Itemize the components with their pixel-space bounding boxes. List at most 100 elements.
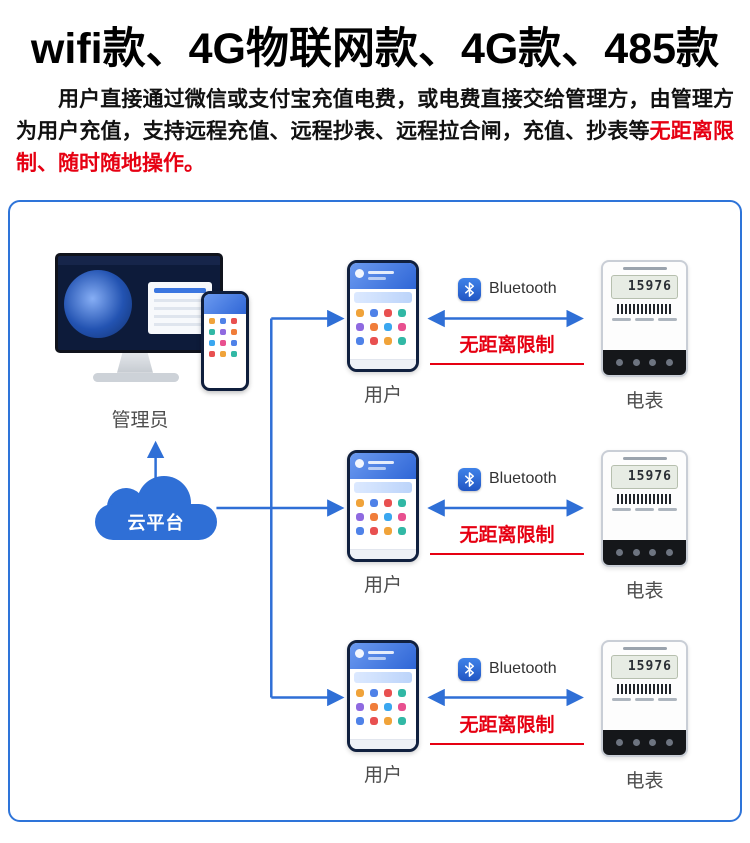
app-icon	[370, 716, 378, 725]
terminal-screw	[666, 738, 674, 746]
connection-row: 用户 Bluetooth 无距离限制 15976 电表	[10, 259, 740, 445]
meter-terminal-block	[603, 349, 686, 375]
app-icon	[356, 688, 364, 697]
bluetooth-icon	[458, 657, 481, 681]
meter-reading: 15976	[627, 469, 672, 485]
app-icon	[398, 702, 406, 711]
app-icon	[398, 512, 406, 521]
app-icon	[398, 716, 406, 725]
phone-header	[350, 262, 416, 289]
header-text-bar	[368, 650, 394, 654]
meter-lcd: 15976	[611, 464, 678, 489]
meter-info-bars	[612, 697, 677, 701]
user-label: 用户	[363, 384, 402, 406]
terminal-screw	[615, 548, 623, 556]
meter-lcd: 15976	[611, 654, 678, 679]
app-icon	[398, 526, 406, 535]
terminal-screw	[632, 358, 640, 366]
app-icon	[356, 526, 364, 535]
phone-banner	[354, 671, 412, 683]
intro-paragraph: 用户直接通过微信或支付宝充值电费，或电费直接交给管理方，由管理方为用户充值，支持…	[16, 84, 734, 180]
phone-app-grid	[350, 496, 416, 538]
app-icon	[219, 329, 226, 336]
app-icon	[398, 322, 406, 331]
bluetooth-label: Bluetooth	[489, 659, 557, 677]
meter-reading: 15976	[627, 659, 672, 675]
bluetooth-icon	[458, 467, 481, 491]
meter-terminal-block	[603, 539, 686, 565]
app-icon	[384, 336, 392, 345]
cloud-platform: 云平台	[95, 475, 217, 540]
app-icon	[219, 340, 226, 347]
avatar	[355, 268, 364, 278]
meter-terminal-block	[603, 729, 686, 755]
phone-header	[350, 642, 416, 669]
app-icon	[370, 688, 378, 697]
app-icon	[230, 340, 237, 347]
app-icon	[219, 318, 226, 325]
user-phone	[347, 259, 419, 372]
bluetooth-label: Bluetooth	[489, 469, 557, 487]
phone-header	[350, 452, 416, 479]
app-icon	[370, 308, 378, 317]
user-phone	[347, 639, 419, 752]
electric-meter: 15976	[601, 259, 688, 377]
admin-phone	[201, 290, 249, 391]
user-label: 用户	[363, 574, 402, 596]
app-icon	[370, 512, 378, 521]
terminal-screw	[632, 738, 640, 746]
topology-diagram: 管理员 云平台 用户 Bluetooth 无距离限制	[8, 199, 742, 822]
header-text-bar	[368, 466, 386, 470]
no-distance-limit-label: 无距离限制	[430, 710, 584, 745]
bluetooth-label: Bluetooth	[489, 279, 557, 297]
app-icon	[370, 322, 378, 331]
header-text-bar	[368, 276, 386, 280]
app-icon	[384, 512, 392, 521]
bluetooth-icon	[458, 277, 481, 301]
app-icon	[398, 308, 406, 317]
meter-title-bar	[622, 456, 667, 460]
app-icon	[356, 702, 364, 711]
app-icon	[398, 498, 406, 507]
app-icon	[230, 351, 237, 358]
terminal-screw	[649, 738, 657, 746]
app-icon	[208, 340, 215, 347]
meter-title-bar	[622, 266, 667, 270]
avatar	[355, 458, 364, 468]
dashboard-topbar	[58, 255, 220, 265]
cloud-label: 云平台	[127, 512, 185, 533]
app-icon	[384, 322, 392, 331]
avatar	[355, 648, 364, 658]
terminal-screw	[649, 548, 657, 556]
meter-label: 电表	[625, 390, 664, 412]
app-icon	[208, 318, 215, 325]
user-label: 用户	[363, 764, 402, 786]
header-text-bar	[368, 460, 394, 464]
terminal-screw	[649, 358, 657, 366]
phone-app-grid	[350, 306, 416, 348]
app-icon	[208, 329, 215, 336]
app-icon	[384, 702, 392, 711]
admin-workstation	[55, 247, 255, 427]
dashboard-globe-graphic	[64, 269, 132, 338]
meter-title-bar	[622, 646, 667, 650]
user-phone	[347, 449, 419, 562]
app-icon	[230, 318, 237, 325]
app-icon	[208, 351, 215, 358]
connection-row: 用户 Bluetooth 无距离限制 15976 电表	[10, 449, 740, 635]
app-icon	[370, 498, 378, 507]
meter-barcode	[616, 303, 673, 314]
meter-info-bars	[612, 507, 677, 511]
meter-barcode	[616, 683, 673, 694]
app-icon	[230, 329, 237, 336]
admin-label: 管理员	[111, 409, 169, 431]
admin-phone-header	[204, 293, 246, 314]
intro-text: 用户直接通过微信或支付宝充值电费，或电费直接交给管理方，由管理方为用户充值，支持…	[16, 88, 734, 143]
app-icon	[384, 716, 392, 725]
app-icon	[356, 322, 364, 331]
app-icon	[384, 498, 392, 507]
app-icon	[384, 308, 392, 317]
app-icon	[356, 308, 364, 317]
no-distance-limit-label: 无距离限制	[430, 330, 584, 365]
phone-nav-bar	[350, 548, 416, 559]
